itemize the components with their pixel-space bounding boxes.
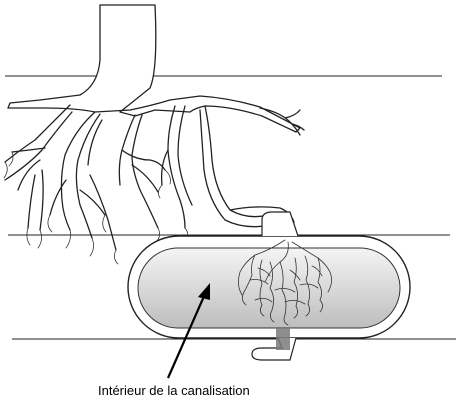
pipe-joint — [262, 212, 298, 236]
blockage-deposit — [276, 328, 290, 350]
tree-trunk — [8, 5, 300, 132]
root-left — [5, 105, 72, 230]
root-center — [119, 115, 165, 228]
pipe-interior-caption: Intérieur de la canalisation — [98, 383, 298, 398]
pipe-interior — [138, 248, 400, 328]
root-center-right — [162, 106, 192, 228]
pipe — [128, 212, 410, 360]
root-left-center — [50, 112, 116, 250]
